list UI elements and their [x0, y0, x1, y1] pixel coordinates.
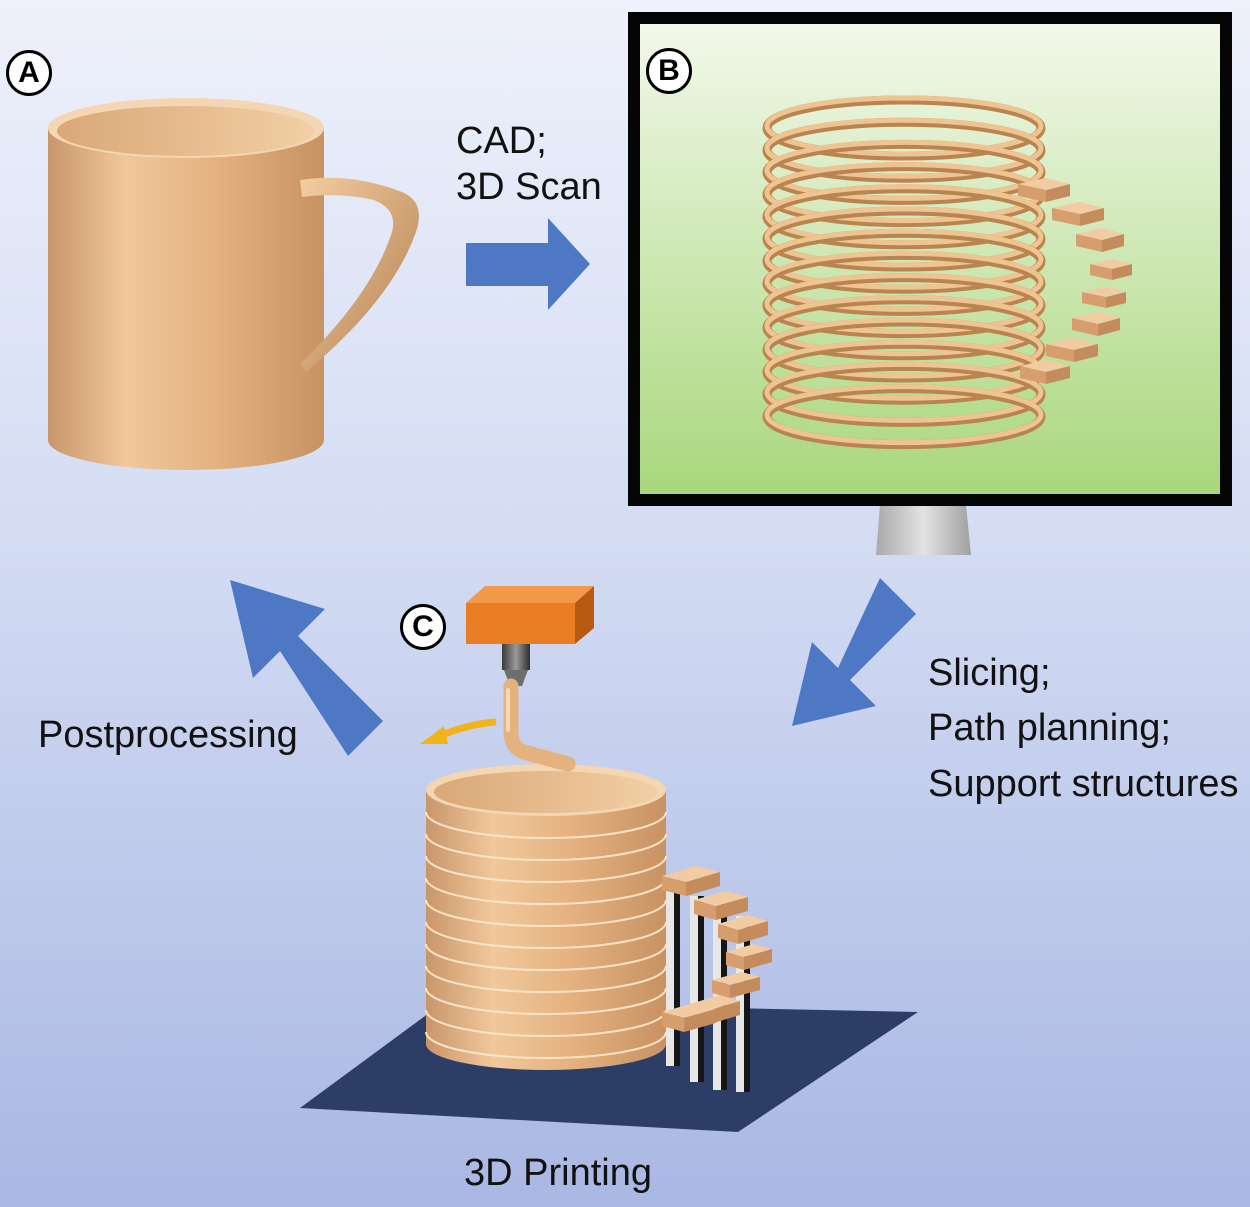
3d-printing-label: 3D Printing — [464, 1152, 652, 1194]
slicing-label: Slicing; Path planning; Support structur… — [928, 646, 1238, 812]
slice-layer — [764, 317, 1044, 379]
printed-mug — [426, 764, 666, 1070]
slice-layer — [764, 228, 1044, 290]
slice-layer — [764, 361, 1044, 423]
panel-b-badge: B — [646, 48, 692, 94]
printed-layer-line — [425, 877, 667, 905]
monitor — [628, 12, 1232, 555]
printed-layer-line — [425, 855, 667, 883]
printed-layer-line — [425, 811, 667, 839]
printed-layer-line — [425, 921, 667, 949]
slicing-label-line-1: Slicing; — [928, 652, 1051, 694]
slice-layer — [764, 95, 1044, 157]
sliced-handle — [1018, 178, 1132, 384]
arrow-model-to-printing — [792, 578, 916, 726]
printed-layer-line — [425, 943, 667, 971]
slice-layer — [764, 139, 1044, 201]
slice-layer — [764, 273, 1044, 335]
extruded-filament — [503, 678, 576, 772]
postprocessing-label: Postprocessing — [38, 714, 298, 756]
slice-layer — [764, 184, 1044, 246]
cad-label-line-2: 3D Scan — [456, 166, 602, 209]
printed-layer-line — [425, 1009, 667, 1037]
slice-layer — [764, 117, 1044, 179]
printed-handle — [662, 866, 772, 1032]
slicing-label-line-3: Support structures — [928, 762, 1239, 805]
slice-layer — [764, 250, 1044, 312]
panel-a-badge: A — [6, 50, 52, 96]
printed-layer-line — [425, 1031, 667, 1059]
printed-layer-line — [425, 833, 667, 861]
arrow-printing-to-part — [230, 580, 383, 756]
slicing-label-line-2: Path planning; — [928, 707, 1171, 750]
printed-layer-line — [425, 899, 667, 927]
arrow-cad-to-model — [466, 218, 590, 310]
cad-label-line-1: CAD; — [456, 120, 547, 162]
slice-layer — [764, 206, 1044, 268]
printed-layer-line — [425, 987, 667, 1015]
cad-scan-label: CAD; 3D Scan — [456, 118, 602, 211]
panel-c-badge: C — [400, 604, 446, 650]
printed-layer-lines — [425, 811, 667, 1059]
slice-layer — [764, 384, 1044, 446]
motion-direction-arrow — [420, 718, 497, 744]
print-head — [466, 586, 594, 686]
mug-model — [48, 98, 419, 470]
slice-layer — [764, 295, 1044, 357]
printed-layer-line — [425, 965, 667, 993]
monitor-stand — [876, 505, 971, 555]
